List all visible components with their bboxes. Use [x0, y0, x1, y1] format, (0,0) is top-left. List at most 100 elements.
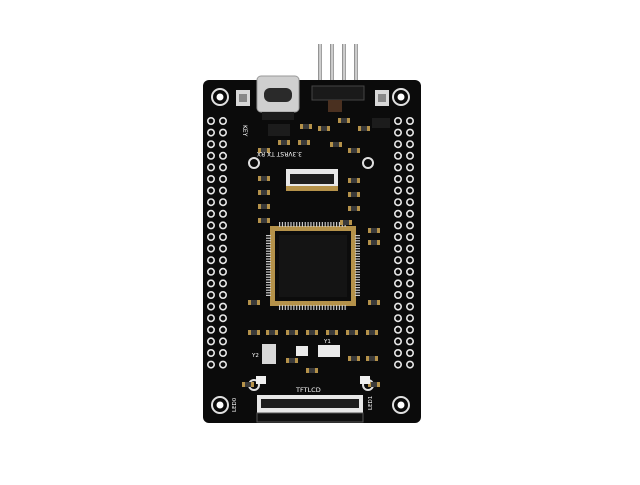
smd-pad — [368, 228, 371, 233]
chip-lead — [355, 284, 360, 286]
through-hole-pad — [405, 256, 414, 265]
smd-pad — [266, 330, 269, 335]
through-hole-pad — [405, 221, 414, 230]
chip-lead — [318, 222, 321, 227]
chip-lead — [293, 305, 295, 310]
smd-body — [301, 140, 307, 145]
smd-body — [351, 356, 357, 361]
through-hole-pad — [207, 209, 216, 218]
pin-header-housing — [311, 85, 365, 101]
chip-lead — [355, 258, 360, 260]
chip-lead — [266, 294, 271, 296]
through-hole-pad — [219, 302, 228, 311]
through-hole-pad — [219, 117, 228, 126]
smd-pad — [258, 204, 261, 209]
chip-lead — [338, 305, 341, 310]
chip-lead — [266, 255, 271, 257]
chip-lead — [355, 274, 360, 276]
chip-lead — [333, 305, 335, 310]
smd-pad — [300, 124, 303, 129]
smd-pad — [298, 140, 301, 145]
through-hole-pad — [393, 221, 402, 230]
smd-pad — [340, 220, 343, 225]
chip-lead — [327, 222, 329, 227]
smd-pad — [346, 330, 349, 335]
through-hole-pad — [405, 163, 414, 172]
chip-lead — [324, 305, 326, 310]
smd-pad — [377, 300, 380, 305]
smd-pad — [258, 148, 261, 153]
smd-pad — [267, 204, 270, 209]
through-hole-pad — [405, 209, 414, 218]
chip-lead — [316, 305, 318, 310]
chip-lead — [310, 222, 312, 227]
chip-lead — [355, 281, 360, 283]
smd-pad — [377, 240, 380, 245]
chip-lead — [290, 222, 292, 227]
through-hole-pad — [219, 348, 228, 357]
through-hole-pad — [405, 244, 414, 253]
chip-lead — [307, 305, 309, 310]
smd-body — [261, 190, 267, 195]
smd-pad — [306, 368, 309, 373]
through-hole-pad — [405, 314, 414, 323]
through-hole-pad — [405, 279, 414, 288]
smd-pad — [366, 356, 369, 361]
smd-pad — [258, 190, 261, 195]
smd-pad — [278, 140, 281, 145]
chip-lead — [324, 222, 326, 227]
smd-pad — [267, 176, 270, 181]
through-hole-pad — [219, 290, 228, 299]
through-hole-pad — [219, 233, 228, 242]
through-hole-pad — [207, 186, 216, 195]
smd-pad — [327, 126, 330, 131]
through-hole-pad — [393, 360, 402, 369]
chip-lead — [279, 222, 281, 227]
smd-pad — [357, 148, 360, 153]
smd-pad — [326, 330, 329, 335]
header-pins — [318, 44, 358, 90]
smd-pad — [248, 330, 251, 335]
through-hole-pad — [207, 290, 216, 299]
smd-pad — [286, 358, 289, 363]
through-hole-pad — [207, 151, 216, 160]
chip-lead — [355, 253, 360, 255]
chip-lead — [313, 305, 315, 310]
chip-lead — [284, 305, 286, 310]
chip-lead — [355, 271, 360, 273]
smd-body — [245, 382, 251, 387]
chip-lead — [304, 222, 306, 227]
through-hole-pad — [405, 233, 414, 242]
chip-lead — [266, 235, 271, 237]
silkscreen-y1: Y1 — [323, 339, 331, 345]
flex-connector-top — [286, 169, 338, 191]
smd-pad — [338, 118, 341, 123]
smd-pad — [307, 140, 310, 145]
chip-lead — [266, 284, 271, 286]
smd-pad — [295, 330, 298, 335]
through-hole-pad — [207, 279, 216, 288]
through-hole-pad — [393, 244, 402, 253]
smd-pad — [347, 118, 350, 123]
chip-lead — [338, 222, 341, 227]
through-hole-pad — [393, 175, 402, 184]
through-hole-pad — [219, 198, 228, 207]
chip-lead — [355, 294, 360, 296]
through-hole-pad — [207, 198, 216, 207]
smd-pad — [349, 220, 352, 225]
smd-body — [321, 126, 327, 131]
through-hole-pad — [405, 186, 414, 195]
smd-pad — [367, 126, 370, 131]
smd-pad — [339, 142, 342, 147]
smd-body — [343, 220, 349, 225]
smd-body — [261, 176, 267, 181]
chip-lead — [266, 258, 271, 260]
through-hole-pad — [219, 267, 228, 276]
through-hole-pad — [207, 140, 216, 149]
through-hole-pad — [393, 302, 402, 311]
smd-body — [351, 148, 357, 153]
through-hole-pad — [207, 163, 216, 172]
chip-lead — [333, 222, 335, 227]
smd-pad — [368, 382, 371, 387]
chip-lead — [266, 248, 271, 250]
